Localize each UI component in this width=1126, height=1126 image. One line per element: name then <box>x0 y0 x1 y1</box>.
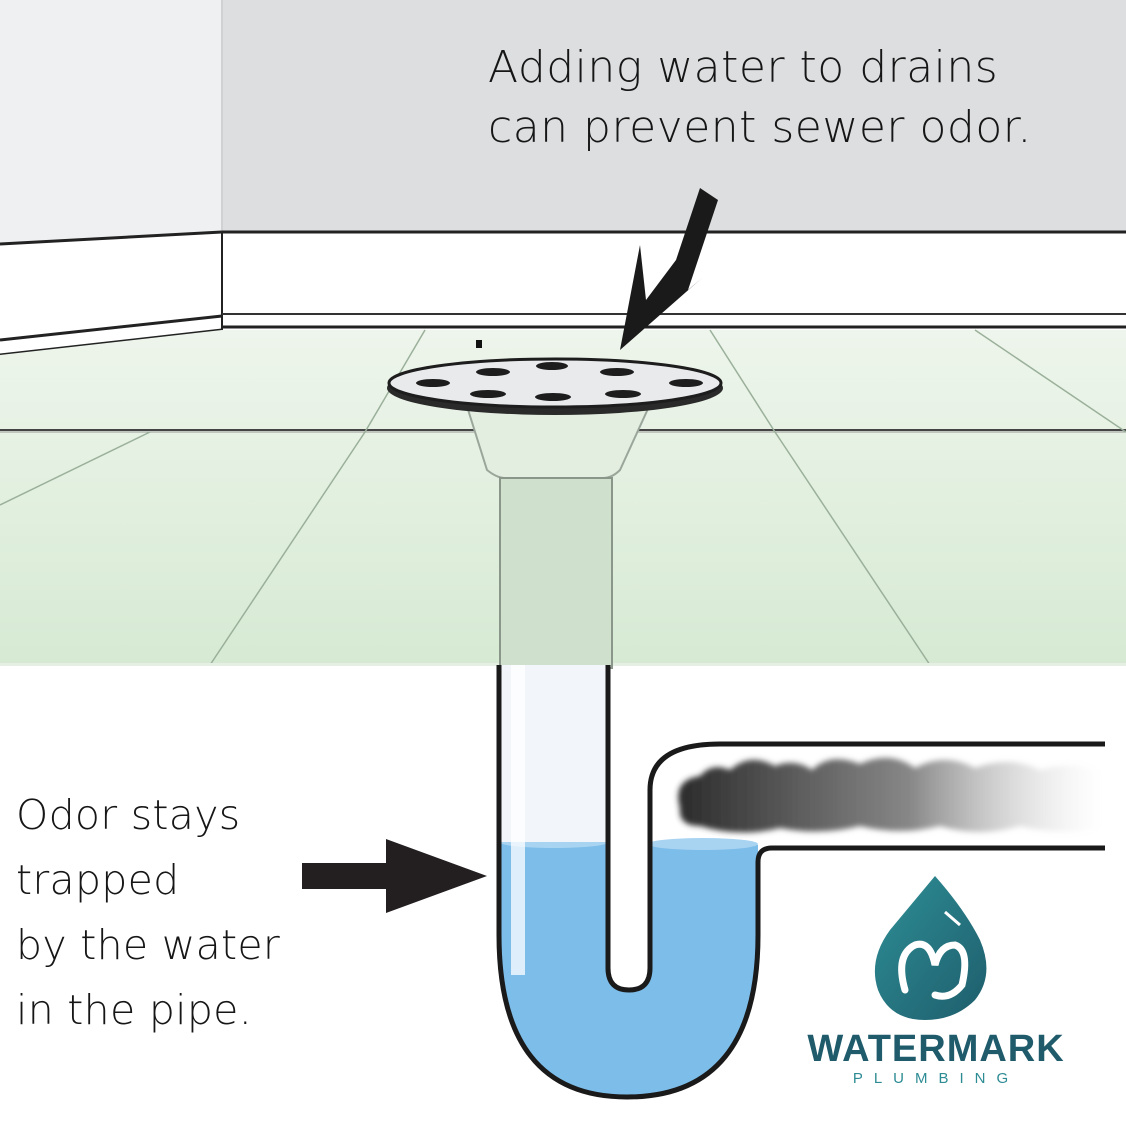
left-caption-line: trapped <box>16 856 180 904</box>
left-caption-line: in the pipe. <box>16 986 253 1034</box>
top-caption-line: can prevent sewer odor. <box>488 102 1032 153</box>
arrow-down-left-icon <box>620 188 718 350</box>
arrow-right-icon <box>302 839 487 913</box>
top-caption-line: Adding water to drains <box>488 42 999 93</box>
left-caption: Odor stays trapped by the water in the p… <box>16 783 280 1043</box>
drain-body <box>464 399 653 669</box>
water-drop-logo-icon <box>874 876 987 1020</box>
drain-grate <box>387 357 723 415</box>
brand-subtitle: PLUMBING <box>852 1070 1020 1087</box>
left-caption-line: by the water <box>16 921 281 969</box>
p-trap-pipe <box>496 665 1105 1100</box>
sewer-odor-cloud <box>678 757 1100 833</box>
left-caption-line: Odor stays <box>16 791 241 839</box>
wall <box>0 0 1126 248</box>
brand-name: WATERMARK <box>807 1028 1065 1070</box>
top-caption: Adding water to drains can prevent sewer… <box>488 38 1032 158</box>
